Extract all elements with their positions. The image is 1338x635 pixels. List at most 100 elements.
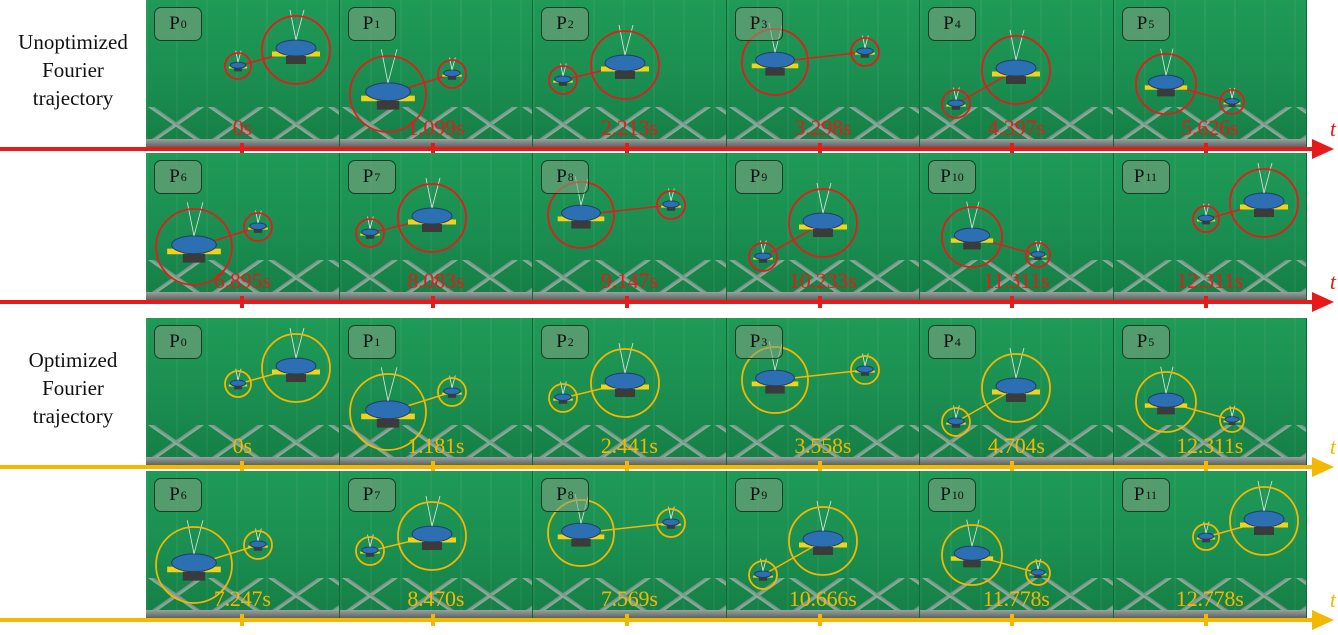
- base-rail: [726, 139, 919, 147]
- badge-index: 0: [180, 16, 187, 31]
- base-rail: [920, 292, 1113, 300]
- time-axis-tick: [818, 143, 822, 155]
- time-axis-tick: [625, 614, 629, 626]
- base-rail: [920, 457, 1113, 465]
- magnifier-circle: [548, 65, 578, 95]
- time-axis: [0, 457, 1338, 477]
- timestamp-label: 1.099s: [407, 115, 465, 140]
- time-axis-tick: [625, 143, 629, 155]
- arrow-head-icon: [1312, 457, 1334, 477]
- drone-icon: [1029, 240, 1047, 260]
- magnifier-circle: [590, 348, 660, 418]
- truss-structure: [339, 578, 532, 612]
- magnifier-circle: [1218, 89, 1245, 115]
- base-rail: [726, 610, 919, 618]
- drone-icon: [248, 528, 268, 551]
- badge-prefix: P: [1133, 484, 1145, 505]
- drone-icon: [359, 534, 380, 557]
- drone-icon: [661, 506, 681, 529]
- drone-icon: [248, 210, 268, 233]
- drone-overlay: [548, 342, 660, 418]
- magnifier-circle: [1218, 407, 1245, 433]
- magnifier-circle: [224, 52, 252, 80]
- time-axis-tick: [240, 461, 244, 473]
- drone-icon: [751, 341, 798, 394]
- magnifier-circle: [155, 208, 233, 286]
- magnifier-circle: [243, 212, 273, 242]
- badge-prefix: P: [556, 484, 567, 505]
- magnifier-circle: [849, 37, 880, 67]
- drone-icon: [441, 375, 462, 398]
- drone-overlay: [348, 49, 467, 133]
- drone-icon: [992, 347, 1040, 402]
- drone-icon: [1196, 203, 1215, 225]
- badge-index: 5: [1148, 334, 1155, 349]
- timestamp-label: 11.778s: [982, 586, 1050, 611]
- truss-structure: [920, 578, 1113, 612]
- truss-structure: [533, 578, 726, 612]
- timestamp-label: 8.083s: [407, 268, 465, 293]
- drone-overlay: [155, 520, 273, 604]
- drone-icon: [946, 87, 966, 110]
- time-axis: [0, 139, 1338, 159]
- time-axis-tick: [1204, 461, 1208, 473]
- drone-icon: [407, 495, 456, 550]
- badge-index: 2: [567, 16, 574, 31]
- drone-overlay: [1191, 480, 1299, 556]
- badge-index: 8: [567, 487, 574, 502]
- magnifier-circle: [787, 506, 858, 576]
- drone-overlay: [747, 500, 858, 590]
- truss-structure: [1113, 425, 1306, 459]
- drone-icon: [441, 57, 462, 80]
- drone-icon: [557, 494, 605, 547]
- truss-structure: [146, 260, 339, 294]
- timestamp-label: 2.441s: [600, 433, 658, 458]
- time-axis-tick: [625, 461, 629, 473]
- truss-structure: [339, 107, 532, 141]
- truss-structure: [339, 260, 532, 294]
- badge-index: 5: [1148, 16, 1155, 31]
- magnifier-circle: [849, 355, 880, 385]
- magnifier-circle: [261, 15, 331, 85]
- time-axis-tick: [1204, 296, 1208, 308]
- section-label-line: Fourier: [42, 58, 104, 82]
- truss-structure: [533, 425, 726, 459]
- arrow-head-icon: [1312, 292, 1334, 312]
- timestamp-label: 3.298s: [794, 115, 852, 140]
- magnifier-circle: [941, 89, 971, 119]
- truss-structure: [726, 578, 919, 612]
- base-rail: [1113, 610, 1306, 618]
- drone-icon: [950, 519, 994, 568]
- magnifier-circle: [354, 218, 385, 248]
- truss-structure: [726, 260, 919, 294]
- drone-icon: [553, 381, 573, 404]
- timestamp-label: 1.181s: [407, 433, 465, 458]
- magnifier-circle: [436, 59, 467, 89]
- magnifier-circle: [590, 30, 660, 100]
- timestamp-label: 11.311s: [983, 268, 1050, 293]
- timestamp-label: 4.397s: [987, 115, 1045, 140]
- time-axis-tick: [431, 296, 435, 308]
- badge-prefix: P: [556, 331, 567, 352]
- drone-icon: [1239, 162, 1288, 217]
- badge-prefix: P: [943, 13, 954, 34]
- base-rail: [339, 139, 532, 147]
- magnifier-circle: [656, 508, 686, 538]
- badge-index: 6: [180, 487, 187, 502]
- time-axis-tick: [240, 296, 244, 308]
